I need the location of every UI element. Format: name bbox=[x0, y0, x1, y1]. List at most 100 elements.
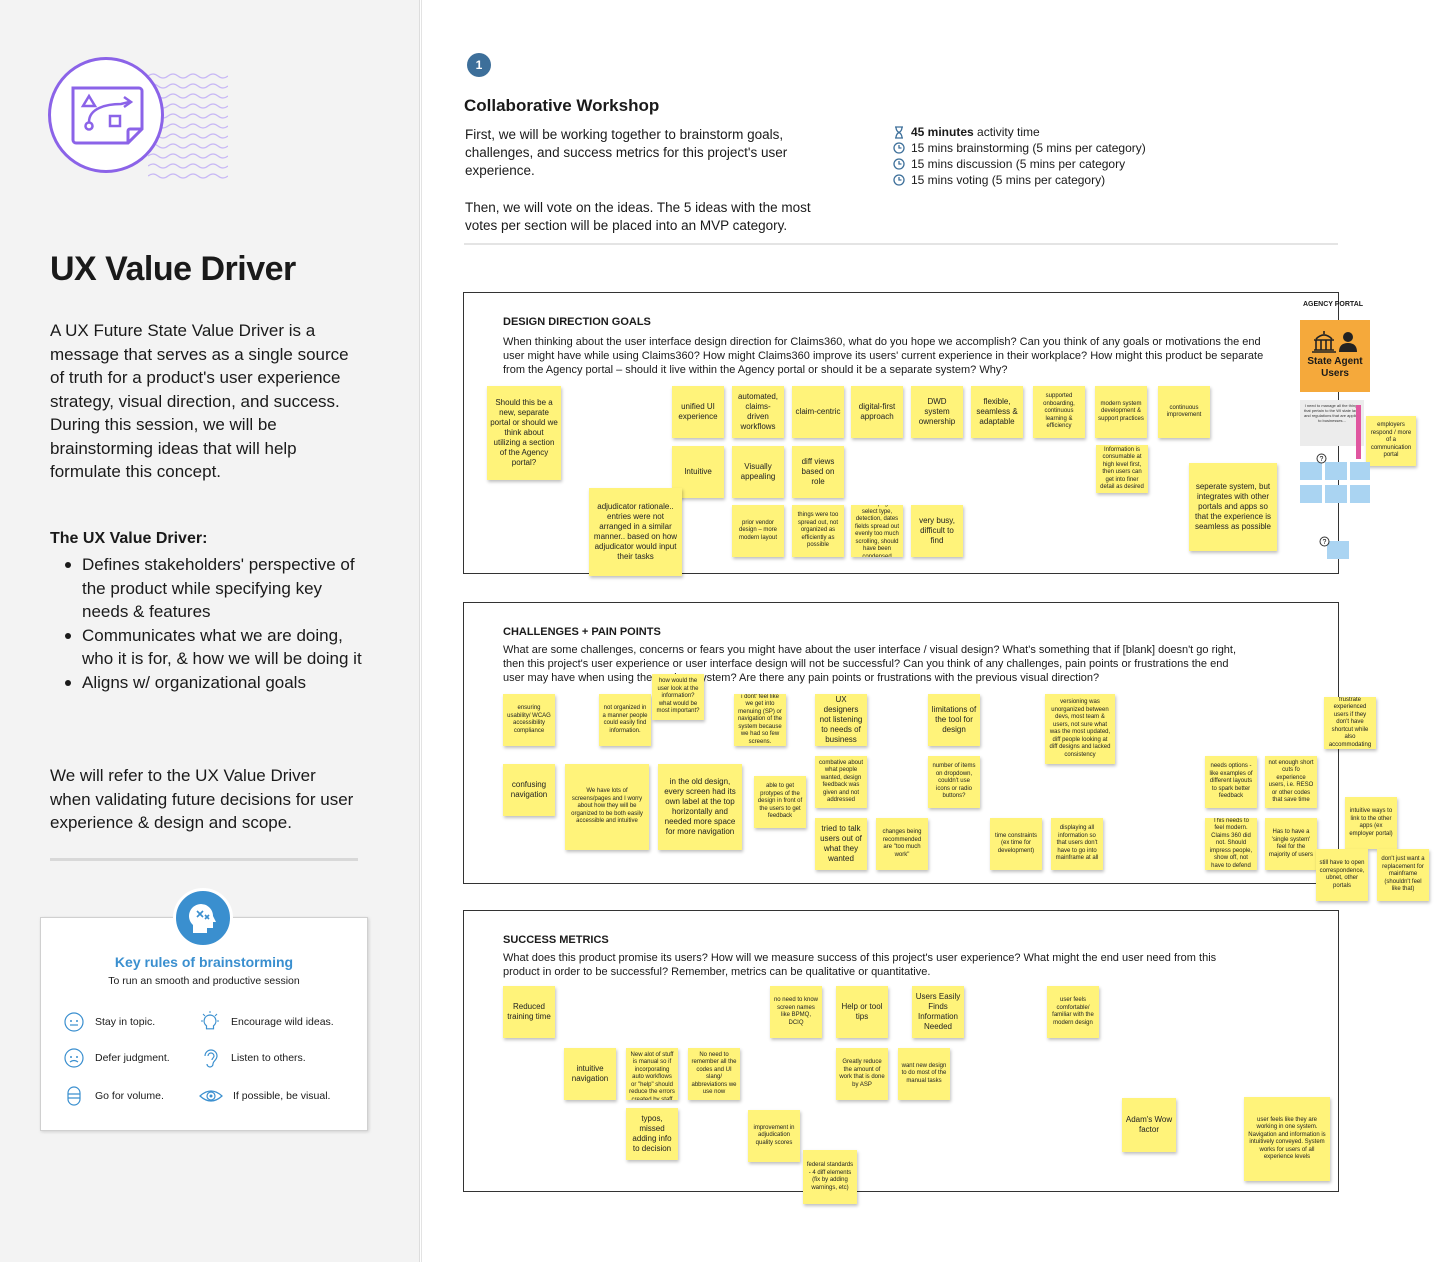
hourglass-icon bbox=[895, 125, 903, 139]
sticky-note[interactable]: DWD system ownership bbox=[911, 386, 963, 438]
blue-note bbox=[1300, 485, 1322, 503]
sticky-note[interactable]: typos, missed adding info to decision bbox=[626, 1108, 678, 1160]
sticky-note[interactable]: don't just want a replacement for mainfr… bbox=[1377, 849, 1429, 901]
sticky-note[interactable]: user feels comfortable/ familiar with th… bbox=[1047, 986, 1099, 1038]
rule-item: If possible, be visual. bbox=[199, 1084, 330, 1108]
sticky-note[interactable]: ensuring usability/ WCAG accessibility c… bbox=[503, 694, 555, 746]
sticky-note[interactable]: versioning was unorganized between devs,… bbox=[1045, 694, 1115, 764]
whiteboard-icon bbox=[48, 57, 164, 173]
driver-point: Communicates what we are doing, who it i… bbox=[62, 624, 362, 671]
sticky-note[interactable]: supported onboarding, continuous learnin… bbox=[1033, 386, 1085, 438]
sticky-note[interactable]: Adam's Wow factor bbox=[1122, 1098, 1176, 1152]
sticky-note[interactable]: seperate system, but integrates with oth… bbox=[1189, 463, 1277, 551]
rule-item: Listen to others. bbox=[199, 1046, 306, 1070]
step-badge: 1 bbox=[467, 53, 491, 77]
sticky-note[interactable]: tried to talk users out of what they wan… bbox=[815, 818, 867, 870]
sticky-note[interactable]: diff views based on role bbox=[792, 446, 844, 498]
sticky-note[interactable]: want new design to do most of the manual… bbox=[898, 1048, 950, 1100]
rule-item: Defer judgment. bbox=[63, 1046, 170, 1070]
divider bbox=[50, 858, 358, 861]
ear-icon bbox=[204, 1049, 218, 1068]
intro-text: A UX Future State Value Driver is a mess… bbox=[50, 321, 349, 481]
sticky-note[interactable]: Reduced training time bbox=[503, 986, 555, 1038]
clock-icon bbox=[893, 142, 905, 154]
sticky-note[interactable]: We have lots of screens/pages and I worr… bbox=[565, 764, 649, 850]
sticky-note[interactable]: intuitive ways to link to the other apps… bbox=[1345, 797, 1397, 849]
section-prompt: When thinking about the user interface d… bbox=[503, 336, 1264, 376]
sticky-note[interactable]: Users Easily Finds Information Needed bbox=[912, 986, 964, 1038]
sticky-note[interactable]: intuitive navigation bbox=[564, 1048, 616, 1100]
sticky-note[interactable]: digital-first approach bbox=[851, 386, 903, 438]
sticky-note[interactable]: employers respond / more of a communicat… bbox=[1366, 416, 1416, 466]
sticky-note[interactable]: Information is consumable at high level … bbox=[1096, 445, 1148, 493]
sticky-note[interactable]: improvement in adjudication quality scor… bbox=[748, 1110, 800, 1162]
sticky-note[interactable]: modern system development & support prac… bbox=[1095, 386, 1147, 438]
sticky-note[interactable]: needs options - like examples of differe… bbox=[1205, 756, 1257, 808]
section-prompt: What does this product promise its users… bbox=[503, 952, 1217, 978]
divider bbox=[421, 0, 422, 1262]
sticky-note[interactable]: No need to remember all the codes and UI… bbox=[688, 1048, 740, 1100]
blue-note bbox=[1327, 541, 1349, 559]
sticky-note[interactable]: how would the user look at the informati… bbox=[652, 674, 704, 720]
activity-times: 45 minutes activity time 15 mins brainst… bbox=[893, 124, 1146, 188]
sticky-note[interactable]: Visually appealing bbox=[732, 446, 784, 498]
sticky-note[interactable]: This needs to feel modern. Claims 360 di… bbox=[1205, 818, 1257, 870]
sticky-note[interactable]: changes being recommended are "too much … bbox=[876, 818, 928, 870]
workshop-intro: First, we will be working together to br… bbox=[465, 127, 788, 178]
help-icon: ? bbox=[1319, 536, 1330, 547]
sticky-note[interactable]: issues page.. select type, detection, da… bbox=[851, 505, 903, 557]
sticky-note[interactable]: Help or tool tips bbox=[836, 986, 888, 1038]
sticky-note[interactable]: UX designers not listening to needs of b… bbox=[815, 694, 867, 746]
sticky-note[interactable]: fear = could frustrate experienced users… bbox=[1324, 697, 1376, 749]
sticky-note[interactable]: not enough short cuts fo experience user… bbox=[1265, 756, 1317, 808]
sticky-note[interactable]: displaying all information so that users… bbox=[1051, 818, 1103, 870]
blue-note bbox=[1300, 462, 1322, 480]
help-icon: ? bbox=[1316, 453, 1327, 464]
svg-text:?: ? bbox=[1323, 539, 1327, 546]
rules-subtitle: To run an smooth and productive session bbox=[108, 975, 300, 987]
sticky-note[interactable]: Has to have a 'single system' feel for t… bbox=[1265, 818, 1317, 870]
stack-icon bbox=[67, 1086, 81, 1106]
sticky-note[interactable]: still have to open correspondence, ubnet… bbox=[1316, 849, 1368, 901]
driver-point: Defines stakeholders' perspective of the… bbox=[62, 553, 362, 624]
sticky-note[interactable]: claim-centric bbox=[792, 386, 844, 438]
sticky-note[interactable]: very busy, difficult to find bbox=[911, 505, 963, 557]
sticky-note[interactable]: time constraints (ex time for developmen… bbox=[990, 818, 1042, 870]
sticky-note[interactable]: unified UI experience bbox=[672, 386, 724, 438]
sticky-note[interactable]: automated, claims-driven workflows bbox=[732, 386, 784, 438]
sticky-note[interactable]: Reduce errors. New alot of stuff is manu… bbox=[626, 1048, 678, 1100]
clock-icon bbox=[893, 174, 905, 186]
sticky-note[interactable]: limitations of the tool for design bbox=[928, 694, 980, 746]
sticky-note[interactable]: user feels like they are working in one … bbox=[1244, 1097, 1330, 1181]
sticky-note[interactable]: able to get protypes of the design in fr… bbox=[754, 776, 806, 828]
activity-time-item: 15 mins brainstorming (5 mins per catego… bbox=[893, 140, 1146, 156]
sticky-note[interactable]: prior vendor design – more modern layout bbox=[732, 505, 784, 557]
face-icon bbox=[64, 1048, 84, 1068]
blue-note bbox=[1325, 462, 1347, 480]
sticky-note[interactable]: in the old design, every screen had its … bbox=[658, 764, 742, 850]
refer-text: We will refer to the UX Value Driver whe… bbox=[50, 766, 354, 832]
sticky-note[interactable]: confusing navigation bbox=[503, 764, 555, 816]
sticky-note[interactable]: combative about what people wanted, desi… bbox=[815, 756, 867, 808]
driver-heading: The UX Value Driver: bbox=[50, 530, 208, 547]
sticky-note[interactable]: i dont' feel like we get into menuing (S… bbox=[734, 694, 786, 746]
blue-note bbox=[1350, 462, 1370, 480]
agency-note: I need to manage all the things that per… bbox=[1300, 400, 1364, 446]
sticky-note[interactable]: no need to know screen names like BPMQ, … bbox=[770, 986, 822, 1038]
clock-icon bbox=[893, 158, 905, 170]
activity-total: 45 minutes activity time bbox=[893, 124, 1146, 140]
driver-list: Defines stakeholders' perspective of the… bbox=[62, 553, 362, 694]
sticky-note[interactable]: federal standards - 4 diff elements (fix… bbox=[803, 1150, 857, 1204]
sticky-note[interactable]: continuous improvement bbox=[1158, 386, 1210, 438]
brainstorm-rules-card: Key rules of brainstorming To run an smo… bbox=[40, 917, 368, 1131]
sticky-note[interactable]: not organized in a manner people could e… bbox=[599, 694, 651, 746]
rules-title: Key rules of brainstorming bbox=[114, 954, 294, 970]
sticky-note[interactable]: Should this be a new, separate portal or… bbox=[487, 386, 561, 480]
sticky-note[interactable]: flexible, seamless & adaptable bbox=[971, 386, 1023, 438]
rule-item: Go for volume. bbox=[63, 1084, 164, 1108]
sticky-note[interactable]: Greatly reduce the amount of work that i… bbox=[836, 1048, 888, 1100]
marker bbox=[1356, 405, 1361, 459]
sticky-note[interactable]: number of items on dropdown, couldn't us… bbox=[928, 756, 980, 808]
sticky-note[interactable]: things were too spread out, not organize… bbox=[792, 505, 844, 557]
sticky-note[interactable]: adjudicator rationale.. entries were not… bbox=[589, 488, 682, 576]
